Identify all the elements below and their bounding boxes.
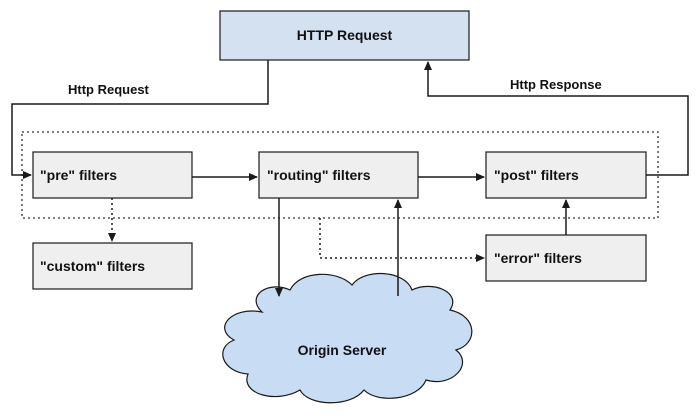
incoming-request-label: Http Request xyxy=(68,82,150,97)
origin-server-label: Origin Server xyxy=(298,342,387,358)
pre-filters-box xyxy=(32,151,193,199)
post-filters-node: "post" filters xyxy=(485,151,647,199)
origin-server-node: Origin Server xyxy=(222,273,473,404)
pre-filters-label: "pre" filters xyxy=(40,167,117,183)
custom-filters-label: "custom" filters xyxy=(40,258,145,274)
custom-filters-box xyxy=(32,242,193,290)
http-request-box xyxy=(219,10,470,61)
routing-filters-box xyxy=(258,151,419,199)
origin-server-cloud xyxy=(222,273,473,404)
post-filters-label: "post" filters xyxy=(494,167,579,183)
edge-routing-to-error xyxy=(319,218,485,262)
edge-post-to-response xyxy=(424,61,689,176)
error-filters-label: "error" filters xyxy=(494,250,582,266)
http-request-node: HTTP Request xyxy=(219,10,470,61)
outgoing-response-label: Http Response xyxy=(510,77,602,92)
routing-filters-node: "routing" filters xyxy=(258,151,419,199)
edge-request-to-pre xyxy=(11,60,269,179)
post-filters-box xyxy=(485,151,647,199)
error-filters-node: "error" filters xyxy=(485,234,647,282)
custom-filters-node: "custom" filters xyxy=(32,242,193,290)
pre-filters-node: "pre" filters xyxy=(32,151,193,199)
http-request-label: HTTP Request xyxy=(297,27,393,43)
routing-filters-label: "routing" filters xyxy=(267,167,371,183)
